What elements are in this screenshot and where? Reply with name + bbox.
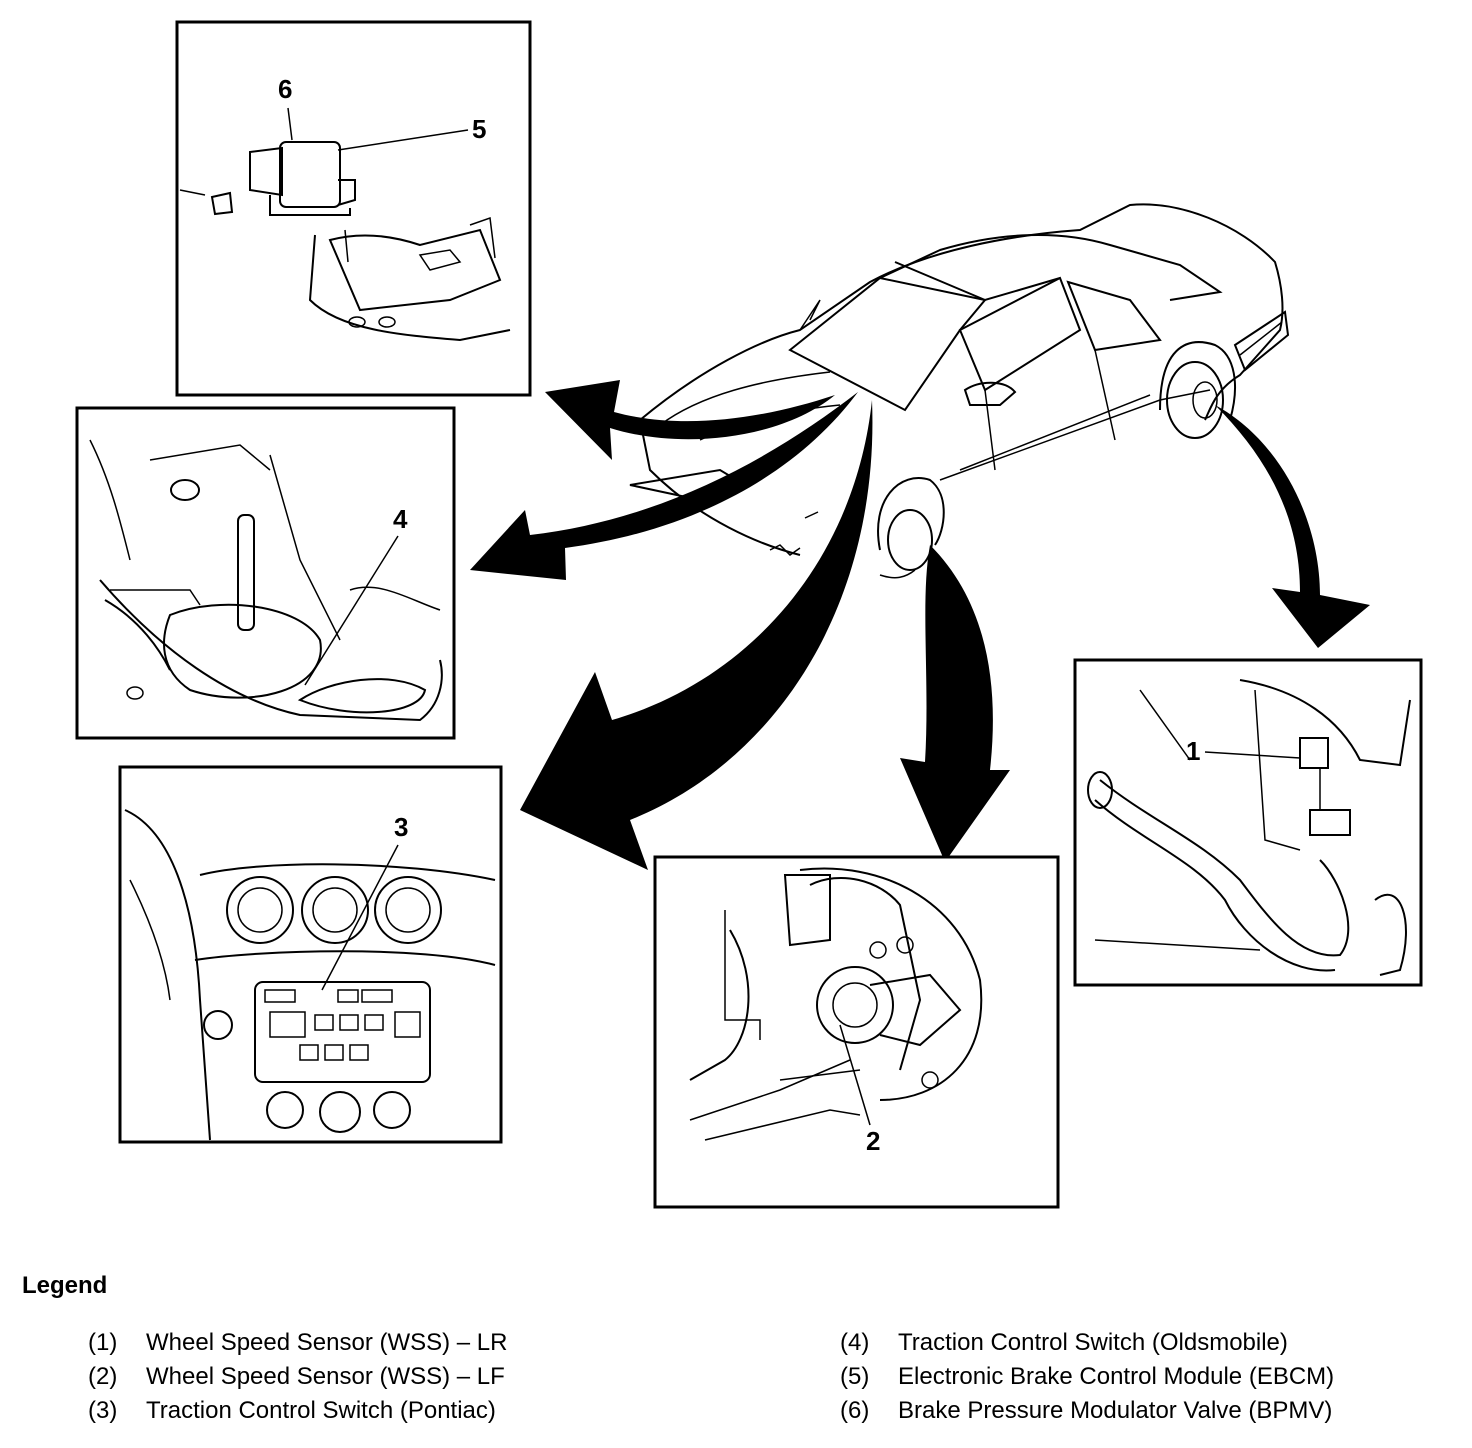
callout-1: 1 <box>1186 736 1200 766</box>
callout-2: 2 <box>866 1126 880 1156</box>
callout-5: 5 <box>472 114 486 144</box>
callout-3: 3 <box>394 812 408 842</box>
dashboard-drawing <box>124 809 496 1141</box>
arrow-to-ebcm <box>545 380 835 460</box>
legend-item-4: (4) Traction Control Switch (Oldsmobile) <box>840 1326 1288 1360</box>
arrow-to-wss-lr <box>1215 405 1370 648</box>
legend-title: Legend <box>22 1272 108 1299</box>
legend-item-4-label: Traction Control Switch (Oldsmobile) <box>898 1329 1288 1356</box>
arrow-to-wss-lf <box>900 545 1010 862</box>
detail-box-switch-pontiac: 3 <box>118 765 503 1144</box>
detail-box-switch-oldsmobile: 4 <box>75 406 456 740</box>
legend-item-2-label: Wheel Speed Sensor (WSS) – LF <box>146 1363 505 1390</box>
car-illustration <box>629 203 1290 579</box>
legend-item-2-number: (2) <box>88 1363 118 1390</box>
bpmv-assembly-drawing <box>179 141 511 342</box>
callout-6: 6 <box>278 74 292 104</box>
legend-item-1-number: (1) <box>88 1329 118 1356</box>
legend-item-6: (6) Brake Pressure Modulator Valve (BPMV) <box>840 1394 1332 1428</box>
legend-item-4-number: (4) <box>840 1329 870 1356</box>
legend-item-2: (2) Wheel Speed Sensor (WSS) – LF <box>88 1360 505 1394</box>
console-shifter-drawing <box>89 439 443 722</box>
legend-item-5-label: Electronic Brake Control Module (EBCM) <box>898 1363 1335 1390</box>
pointer-arrows <box>470 380 1370 870</box>
callout-4: 4 <box>393 504 408 534</box>
rear-hub-drawing <box>1087 679 1411 976</box>
legend-item-1: (1) Wheel Speed Sensor (WSS) – LR <box>88 1326 508 1360</box>
legend-item-3: (3) Traction Control Switch (Pontiac) <box>88 1394 496 1428</box>
legend-item-5: (5) Electronic Brake Control Module (EBCM… <box>840 1360 1334 1394</box>
detail-box-ebcm-bpmv: 6 5 <box>175 20 532 397</box>
legend-item-6-label: Brake Pressure Modulator Valve (BPMV) <box>898 1397 1333 1424</box>
legend-item-6-number: (6) <box>840 1397 870 1424</box>
arrow-to-switch-3 <box>520 400 873 870</box>
detail-box-wss-lf: 2 <box>653 855 1060 1209</box>
legend-item-3-label: Traction Control Switch (Pontiac) <box>146 1397 496 1424</box>
legend-item-3-number: (3) <box>88 1397 118 1424</box>
arrow-to-switch-4 <box>470 392 858 580</box>
legend-item-1-label: Wheel Speed Sensor (WSS) – LR <box>146 1329 508 1356</box>
detail-box-wss-lr: 1 <box>1073 658 1423 987</box>
legend-item-5-number: (5) <box>840 1363 870 1390</box>
front-hub-drawing <box>689 867 983 1141</box>
